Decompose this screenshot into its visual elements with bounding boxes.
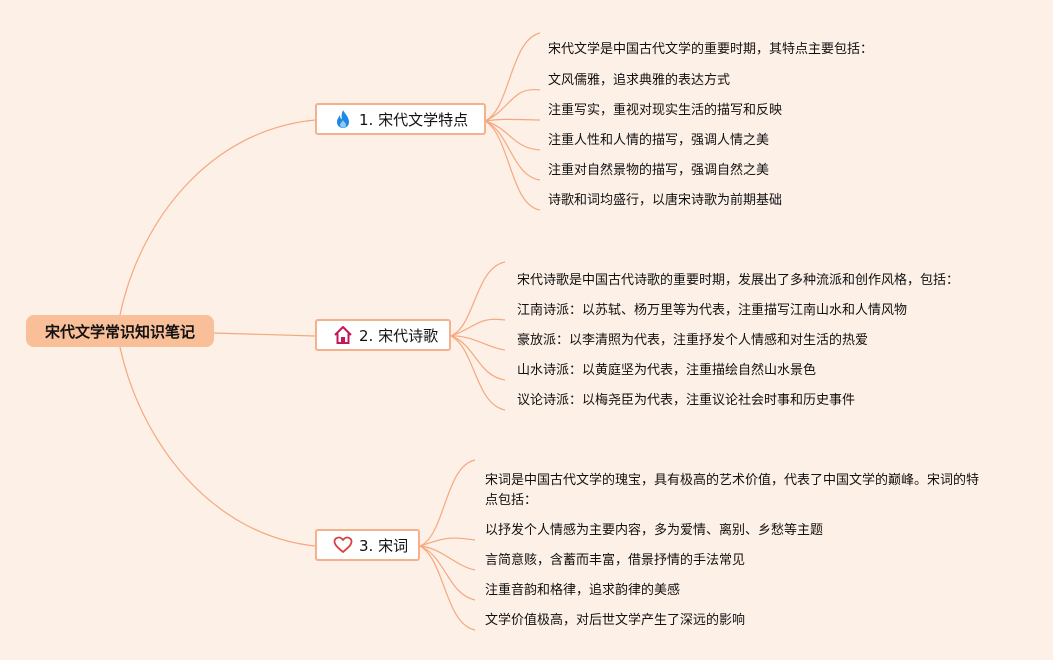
topic-label-1: 1. 宋代文学特点 [359,110,469,129]
topic-1-item-2: 文风儒雅，追求典雅的表达方式 [548,73,731,88]
topic-3-item-2: 以抒发个人情感为主要内容，多为爱情、离别、乡愁等主题 [485,523,824,538]
root-to-topic-2 [213,332,316,337]
root-node[interactable]: 宋代文学常识知识笔记 [26,315,214,347]
topic-label-2: 2. 宋代诗歌 [359,326,439,345]
topic-2-item-2: 江南诗派：以苏轼、杨万里等为代表，注重描写江南山水和人情风物 [517,303,908,318]
root-to-topic-1 [119,119,316,316]
topic-2-item-5: 议论诗派：以梅尧臣为代表，注重议论社会时事和历史事件 [517,393,856,408]
topic-3-item-4: 注重音韵和格律，追求韵律的美感 [485,583,681,598]
topic-3-item-3: 言简意赅，含蓄而丰富，借景抒情的手法常见 [485,553,746,568]
topic-3-item-5: 文学价值极高，对后世文学产生了深远的影响 [485,613,746,628]
heart-icon [333,535,353,555]
topic-node-3[interactable]: 3. 宋词 [315,529,420,561]
root-to-topic-3 [119,346,316,547]
topic-1-item-1: 宋代文学是中国古代文学的重要时期，其特点主要包括： [548,42,874,57]
topic-1-item-4: 注重人性和人情的描写，强调人情之美 [548,133,770,148]
root-title: 宋代文学常识知识笔记 [44,322,195,341]
topic-node-1[interactable]: 1. 宋代文学特点 [315,103,486,135]
topic-1-item-5: 注重对自然景物的描写，强调自然之美 [548,163,770,178]
topic-1-item-6: 诗歌和词均盛行，以唐宋诗歌为前期基础 [548,193,783,208]
topic-3-item-1: 宋词是中国古代文学的瑰宝，具有极高的艺术价值，代表了中国文学的巅峰。宋词的特点包… [485,473,980,508]
topic-node-2[interactable]: 2. 宋代诗歌 [315,319,451,351]
topic-label-3: 3. 宋词 [359,536,409,555]
topic-2-item-1: 宋代诗歌是中国古代诗歌的重要时期，发展出了多种流派和创作风格，包括： [517,273,960,288]
topic-1-item-3: 注重写实，重视对现实生活的描写和反映 [548,103,783,118]
home-icon [333,325,353,345]
topic-2-item-4: 山水诗派：以黄庭坚为代表，注重描绘自然山水景色 [517,363,817,378]
topic-2-item-3: 豪放派：以李清照为代表，注重抒发个人情感和对生活的热爱 [517,333,869,348]
flame-icon [333,109,353,129]
